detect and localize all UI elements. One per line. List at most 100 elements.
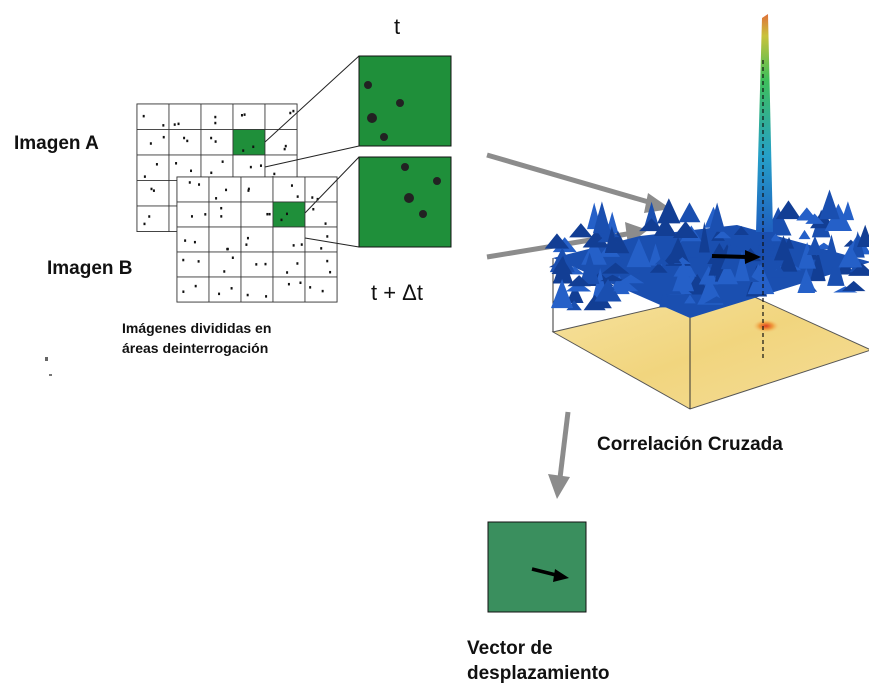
particle-dot <box>190 169 193 173</box>
particle-dot <box>221 160 224 163</box>
noise-spike <box>733 226 749 235</box>
arrow-a-to-correlation <box>486 152 671 213</box>
particle-dot <box>173 123 176 126</box>
noise-spike <box>615 248 641 274</box>
interrogation-cell <box>240 251 274 278</box>
noise-spike <box>582 230 610 248</box>
noise-spike <box>567 275 591 287</box>
noise-spike <box>796 207 818 221</box>
particle-dot <box>155 163 158 166</box>
noise-spike <box>807 235 823 255</box>
noise-spike <box>841 201 855 221</box>
particle-dot <box>223 270 226 273</box>
particle-dot <box>264 262 267 266</box>
particle-dot <box>316 197 319 201</box>
particle-dot <box>240 114 243 117</box>
particle <box>419 210 427 218</box>
time-t-dt-label: t + Δt <box>371 280 423 305</box>
noise-spike <box>750 264 767 279</box>
particle-dot <box>243 113 246 116</box>
interrogation-cell <box>208 201 242 228</box>
noise-spike <box>819 189 840 220</box>
interrogation-cell <box>240 276 274 303</box>
particle <box>367 113 377 123</box>
interrogation-cell <box>304 251 338 278</box>
particle-dot <box>268 212 271 216</box>
particle-dot <box>321 289 324 293</box>
vector-label-line2: desplazamiento <box>467 663 610 684</box>
particle-dot <box>296 195 299 198</box>
interrogation-cell <box>136 180 170 207</box>
interrogation-cell <box>208 251 242 278</box>
particle-dot <box>242 149 245 152</box>
particle-dot <box>246 293 249 297</box>
particle-dot <box>324 222 327 225</box>
particle-dot <box>296 262 299 265</box>
particle <box>380 133 388 141</box>
noise-spike <box>678 202 701 223</box>
noise-spike <box>841 280 866 292</box>
image-a-label: Imagen A <box>14 133 99 154</box>
noise-spike <box>698 221 710 253</box>
particle-dot <box>226 247 229 251</box>
particle-dot <box>290 184 293 187</box>
particle-dot <box>326 235 329 238</box>
particle-dot <box>247 189 250 192</box>
particle-dot <box>177 122 180 126</box>
noise-spike <box>857 224 869 248</box>
noise-spike <box>747 263 775 295</box>
interrogation-cell <box>200 103 234 130</box>
window-t <box>358 55 452 147</box>
interrogation-cell <box>208 176 242 203</box>
particle-dot <box>214 121 217 125</box>
particle-dot <box>215 197 218 200</box>
particle-dot <box>266 212 269 216</box>
particle-dot <box>220 215 223 218</box>
noise-spike <box>544 233 570 249</box>
particle-dot <box>299 281 302 285</box>
particle-dot <box>255 263 258 266</box>
particle-dot <box>230 287 233 290</box>
noise-spike <box>653 217 677 237</box>
interrogation-cell <box>208 276 242 303</box>
particle-dot <box>247 187 250 191</box>
noise-spike <box>850 231 865 258</box>
interrogation-cell <box>136 129 170 156</box>
noise-spike <box>592 201 611 234</box>
noise-spike <box>734 251 750 282</box>
noise-spike <box>594 278 622 302</box>
stray-marks <box>45 357 52 376</box>
noise-spike <box>769 233 782 242</box>
particle-dot <box>246 236 249 240</box>
floor-hotspot <box>752 319 780 333</box>
interrogation-cell <box>176 201 210 228</box>
particle-dot <box>214 140 217 143</box>
particle-dot <box>280 218 283 222</box>
grid-caption-line1: Imágenes divididas en <box>122 320 272 336</box>
noise-spike <box>773 235 793 261</box>
particle-dot <box>150 187 153 191</box>
particle <box>433 177 441 185</box>
noise-spike <box>684 294 696 304</box>
particle <box>396 99 404 107</box>
particle-dot <box>148 215 151 218</box>
particle-dot <box>231 256 234 259</box>
noise-spike <box>672 260 695 292</box>
arrow-to-vector <box>548 411 571 499</box>
noise-spike <box>604 226 619 254</box>
interrogation-cell <box>176 251 210 278</box>
noise-spike <box>566 284 584 304</box>
particle-dot <box>188 181 191 184</box>
image-b-grid <box>176 176 338 303</box>
image-b-label: Imagen B <box>47 258 133 279</box>
time-t-label: t <box>394 14 401 39</box>
particle-dot <box>204 213 207 216</box>
particle-dot <box>184 239 187 242</box>
particle-dot <box>309 286 312 289</box>
noise-spike <box>600 274 626 282</box>
particle-dot <box>183 136 186 140</box>
particle-dot <box>218 292 221 296</box>
vector-label: Vector de desplazamiento <box>467 636 610 686</box>
particle-dot <box>197 260 200 263</box>
interrogation-cell <box>200 129 234 156</box>
